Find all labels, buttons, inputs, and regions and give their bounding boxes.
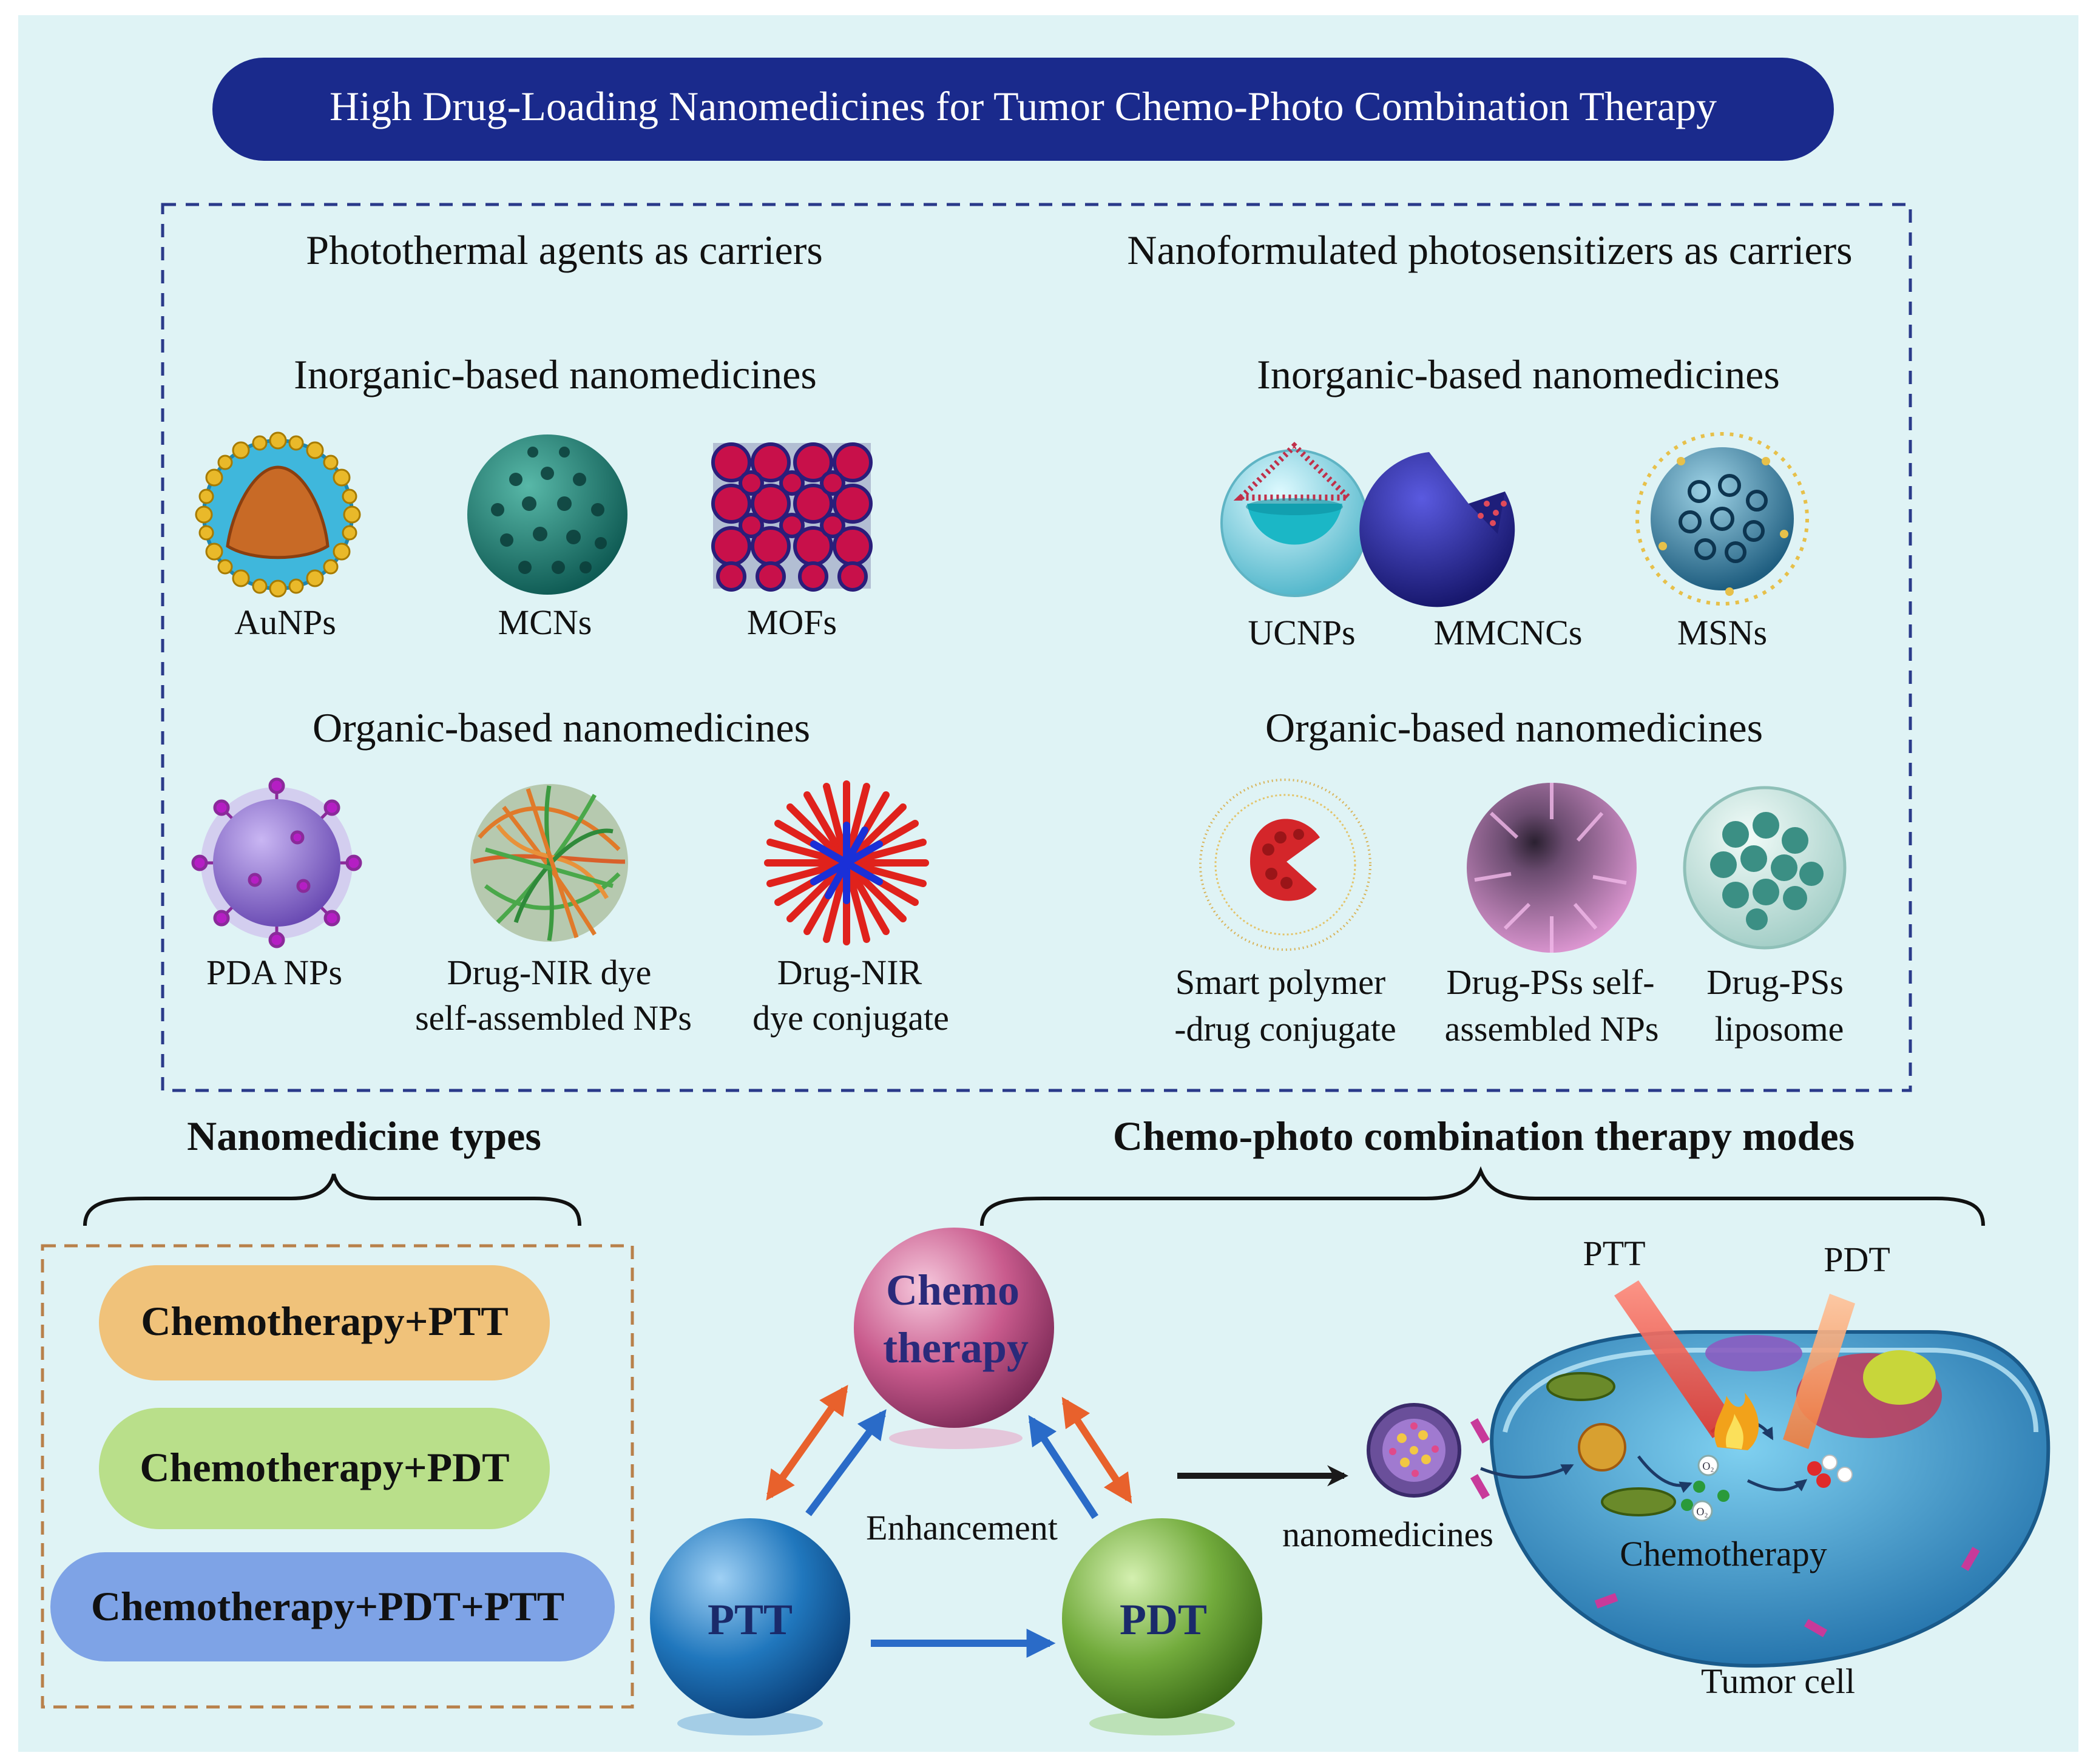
tumor-cell-label: Tumor cell [1701,1661,1855,1701]
right-organic-heading: Organic-based nanomedicines [1265,705,1763,751]
mesoporous-silica-icon [1635,432,1809,606]
mofs-label: MOFs [747,603,837,642]
pda-nps-label: PDA NPs [206,953,342,992]
aunps-label: AuNPs [234,603,336,642]
pill-chemo-pdt-ptt [50,1552,615,1661]
pdt-sphere: PDT [1062,1518,1262,1718]
nanomedicine-particle-icon [1367,1403,1461,1498]
cell-ptt-label: PTT [1583,1234,1645,1273]
smart-polymer-label-1: Smart polymer [1175,962,1385,1002]
polydopamine-nanoparticle-icon [191,777,362,948]
drug-nir-conjugate-label-2: dye conjugate [752,998,949,1038]
polymer-conjugate-icon [1199,779,1371,951]
pill-chemo-ptt [99,1265,550,1380]
pill-chemo-pdt-label: Chemotherapy+PDT [140,1444,509,1490]
gold-nanoparticle-icon [195,431,361,598]
pill-chemo-ptt-label: Chemotherapy+PTT [141,1298,508,1344]
types-brace [83,1174,581,1226]
ucnps-label: UCNPs [1248,613,1355,652]
mesoporous-carbon-icon [467,434,627,595]
cell-pdt-label: PDT [1824,1240,1890,1279]
enhancement-arrows [766,1385,1132,1658]
liposome-icon [1683,786,1847,950]
title-banner: High Drug-Loading Nanomedicines for Tumo… [212,58,1834,161]
title: High Drug-Loading Nanomedicines for Tumo… [330,83,1717,129]
mcns-label: MCNs [498,603,592,642]
nanomedicine-types-heading: Nanomedicine types [187,1113,541,1159]
fiber-ball-icon [470,784,628,942]
ptt-sphere-label: PTT [708,1595,793,1644]
left-organic-heading: Organic-based nanomedicines [313,705,810,751]
o2-label-a: O₂ [1702,1460,1714,1472]
ptt-sphere: PTT [650,1518,850,1718]
modes-brace [980,1166,1985,1226]
left-inorganic-heading: Inorganic-based nanomedicines [294,351,817,397]
nanomedicines-label: nanomedicines [1282,1515,1493,1554]
tumor-cell-illustration: O₂ O₂ [1470,1330,2051,1668]
photothermal-carriers-heading: Photothermal agents as carriers [306,227,823,273]
ptt-laser-beam [1614,1280,1759,1450]
enhancement-label: Enhancement [866,1508,1058,1547]
pill-chemo-pdt [99,1408,550,1529]
drug-nir-conjugate-label-1: Drug-NIR [777,953,922,992]
smart-polymer-label-2: -drug conjugate [1174,1009,1396,1049]
pdt-sphere-label: PDT [1120,1595,1207,1644]
self-assembled-nanoparticle-icon [1467,783,1637,953]
drug-pss-sa-label-1: Drug-PSs self- [1446,962,1654,1002]
mmcncs-label: MMCNCs [1434,613,1583,652]
pdt-laser-beam [1783,1294,1855,1449]
therapy-modes-heading: Chemo-photo combination therapy modes [1113,1113,1855,1159]
cell-chemotherapy-label: Chemotherapy [1620,1534,1827,1573]
drug-pss-lipo-label-2: liposome [1715,1009,1844,1049]
types-box [41,1244,634,1709]
chemo-label-1: Chemo [886,1266,1019,1314]
chemo-label-2: therapy [883,1323,1029,1372]
drug-pss-lipo-label-1: Drug-PSs [1706,962,1844,1002]
pill-chemo-pdt-ptt-label: Chemotherapy+PDT+PTT [91,1583,564,1629]
right-inorganic-heading: Inorganic-based nanomedicines [1257,351,1780,397]
metal-organic-framework-icon [711,442,873,592]
cut-sphere-icon [1359,452,1515,607]
msns-label: MSNs [1677,613,1767,652]
drug-nir-dye-label-2: self-assembled NPs [415,998,692,1038]
photosensitizer-carriers-heading: Nanoformulated photosensitizers as carri… [1127,227,1852,273]
micelle-icon [764,780,929,945]
carriers-box [161,203,1912,1092]
o2-label-b: O₂ [1696,1505,1708,1518]
drug-nir-dye-label-1: Drug-NIR dye [447,953,652,992]
chemotherapy-sphere: Chemo therapy [854,1228,1054,1428]
upconversion-nanoparticle-icon [1220,442,1368,597]
drug-pss-sa-label-2: assembled NPs [1445,1009,1659,1049]
